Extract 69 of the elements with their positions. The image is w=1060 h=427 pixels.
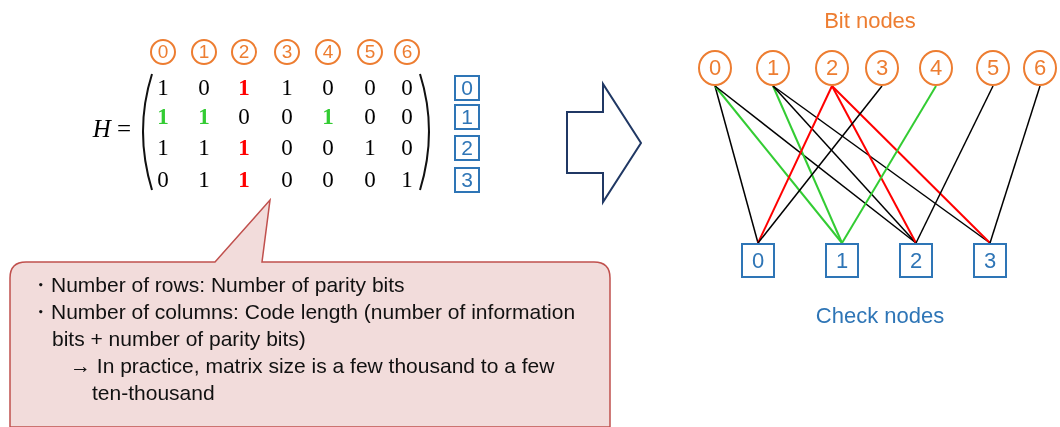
check-node: 3	[973, 243, 1007, 278]
row-index-box: 1	[454, 104, 480, 130]
matrix-cell-text: 0	[280, 167, 294, 193]
edge-line	[757, 85, 883, 244]
check-node: 1	[825, 243, 859, 278]
column-index-circle: 2	[231, 39, 257, 65]
note-text: → In practice, matrix size is a few thousand to a few ten-thousand	[70, 353, 556, 406]
column-index-circle: 3	[274, 39, 300, 65]
matrix-cell-text: 0	[400, 75, 414, 101]
matrix-cell-text: 0	[321, 75, 335, 101]
edge-line	[757, 85, 833, 244]
matrix-cell-text: 1	[156, 75, 170, 101]
edge-line	[989, 85, 1041, 244]
edge-line	[831, 85, 917, 244]
matrix-cell-text: 1	[400, 167, 414, 193]
matrix-cell-text: 1	[156, 135, 170, 161]
column-index-circle: 0	[150, 39, 176, 65]
matrix-cell-text: 0	[280, 135, 294, 161]
matrix-cell-text: 1	[237, 135, 251, 161]
bullet-text: ・Number of columns: Code length (number of information bits + number of parity bits)	[30, 299, 577, 352]
matrix-cell-text: 1	[237, 75, 251, 101]
bit-node: 0	[698, 50, 732, 86]
edge-line	[714, 85, 759, 244]
matrix-cell-text: 0	[197, 75, 211, 101]
matrix-cell-text: 0	[321, 167, 335, 193]
edge-line	[714, 85, 917, 244]
row-index-box: 3	[454, 167, 480, 193]
matrix-cell-text: 0	[363, 167, 377, 193]
check-node: 0	[741, 243, 775, 278]
check-node: 2	[899, 243, 933, 278]
column-index-circle: 6	[394, 39, 420, 65]
row-index-box: 2	[454, 135, 480, 161]
bit-node: 6	[1023, 50, 1057, 86]
callout-bubble	[8, 195, 612, 427]
edge-line	[831, 85, 991, 244]
matrix-cell-text: 1	[197, 167, 211, 193]
bit-node: 5	[976, 50, 1010, 86]
column-index-circle: 1	[191, 39, 217, 65]
matrix-cell-text: 0	[400, 104, 414, 130]
matrix-cell-text: 1	[156, 104, 170, 130]
column-index-circle: 5	[357, 39, 383, 65]
matrix-cell-text: 0	[280, 104, 294, 130]
matrix-symbol: H =	[91, 115, 133, 143]
matrix-cell-text: 1	[363, 135, 377, 161]
matrix-cell-text: 0	[363, 104, 377, 130]
edge-line	[714, 85, 843, 244]
matrix-cell-text: 1	[321, 104, 335, 130]
matrix-cell-text: 0	[363, 75, 377, 101]
matrix-cell-text: 0	[156, 167, 170, 193]
matrix-cell-text: 1	[197, 104, 211, 130]
bit-node: 2	[815, 50, 849, 86]
row-index-box: 0	[454, 75, 480, 101]
bit-node: 3	[865, 50, 899, 86]
edge-line	[772, 85, 917, 244]
check-nodes-title: Check nodes	[814, 303, 946, 329]
matrix-cell-text: 0	[237, 104, 251, 130]
edge-line	[915, 85, 994, 244]
matrix-cell-text: 1	[280, 75, 294, 101]
bit-node: 1	[756, 50, 790, 86]
bit-nodes-title: Bit nodes	[823, 8, 917, 34]
bit-node: 4	[919, 50, 953, 86]
edge-line	[772, 85, 843, 244]
matrix-cell-text: 1	[237, 167, 251, 193]
column-index-circle: 4	[315, 39, 341, 65]
bullet-text: ・Number of rows: Number of parity bits	[30, 272, 406, 298]
matrix-cell-text: 1	[197, 135, 211, 161]
matrix-cell-text: 0	[400, 135, 414, 161]
edge-line	[841, 85, 937, 244]
matrix-cell-text: 0	[321, 135, 335, 161]
